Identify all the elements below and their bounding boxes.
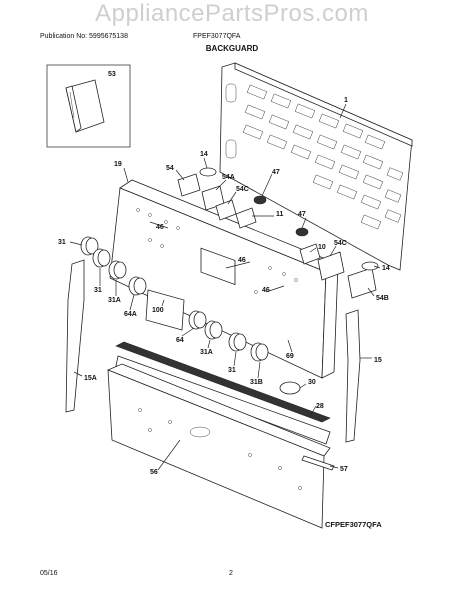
part-54-switch (177, 173, 201, 197)
part-trim-strip (115, 341, 331, 423)
callout-47-upper: 47 (272, 169, 280, 176)
callout-54: 54 (166, 165, 174, 172)
callout-15: 15 (374, 357, 382, 364)
part-14-knob-top (199, 167, 217, 177)
inset-box-53 (46, 64, 131, 148)
publication-number: Publication No: 5995675138 (40, 33, 128, 40)
part-30-badge (279, 381, 301, 395)
callout-54b: 54B (376, 295, 389, 302)
callout-64a: 64A (124, 311, 137, 318)
footer-date: 05/16 (40, 570, 58, 577)
callout-53: 53 (108, 71, 116, 78)
footer-page-number: 2 (229, 570, 233, 577)
callout-31b: 31B (250, 379, 263, 386)
callout-19: 19 (114, 161, 122, 168)
callout-14-right: 14 (382, 265, 390, 272)
callout-46-left: 46 (156, 224, 164, 231)
callout-10: 10 (318, 244, 326, 251)
part-15a-left-bracket (65, 259, 85, 413)
part-56-lower-panel (106, 363, 331, 529)
knob-64a (128, 276, 147, 296)
part-19-control-panel (109, 179, 339, 379)
part-11-switch (235, 207, 257, 229)
part-1-back-panel (219, 62, 413, 271)
callout-14-top: 14 (200, 151, 208, 158)
callout-64: 64 (176, 337, 184, 344)
knob-31b (250, 342, 269, 362)
callout-31a-right: 31A (200, 349, 213, 356)
leader-lines (69, 103, 381, 471)
part-47-clip-upper (253, 195, 267, 205)
part-54c-switch-lower (317, 251, 345, 281)
callout-46-right: 46 (262, 287, 270, 294)
callout-54c-upper: 54C (236, 186, 249, 193)
callout-69: 69 (286, 353, 294, 360)
part-47-clip-lower (295, 227, 309, 237)
knob-31a-left (108, 260, 127, 280)
callout-46-center: 46 (238, 257, 246, 264)
part-53-bracket (65, 79, 105, 133)
watermark: AppliancePartsPros.com (95, 0, 369, 27)
callout-31a-left: 31A (108, 297, 121, 304)
part-15-right-bracket (345, 309, 361, 443)
part-54b-switch (347, 267, 377, 299)
knob-31-right (228, 332, 247, 352)
callout-54c-lower: 54C (334, 240, 347, 247)
part-28-glass (115, 355, 331, 445)
part-57-strip (301, 455, 335, 471)
diagram-model-code: CFPEF3077QFA (325, 520, 382, 529)
callout-56: 56 (150, 469, 158, 476)
callout-31-left: 31 (94, 287, 102, 294)
knob-31-left-top (80, 236, 99, 256)
model-number: FPEF3077QFA (193, 33, 241, 40)
callout-28: 28 (316, 403, 324, 410)
callout-31-top: 31 (58, 239, 66, 246)
callout-57: 57 (340, 466, 348, 473)
callout-1: 1 (344, 97, 348, 104)
part-100-display (145, 289, 185, 331)
part-14-knob-right (361, 261, 379, 271)
callout-15a: 15A (84, 375, 97, 382)
knob-64 (188, 310, 207, 330)
knob-31-left (92, 248, 111, 268)
knob-31a-right (204, 320, 223, 340)
callout-11: 11 (276, 211, 284, 218)
callout-100: 100 (152, 307, 164, 314)
callout-54a: 54A (222, 174, 235, 181)
section-title: BACKGUARD (205, 44, 259, 53)
callout-31-right: 31 (228, 367, 236, 374)
callout-30: 30 (308, 379, 316, 386)
callout-47-lower: 47 (298, 211, 306, 218)
